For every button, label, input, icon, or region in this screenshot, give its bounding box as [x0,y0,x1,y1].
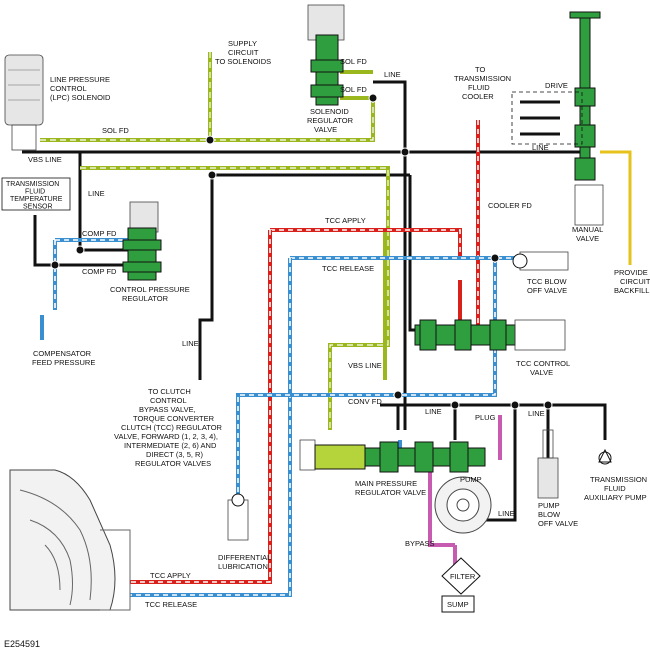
label-cooler-fd: COOLER FD [488,201,532,210]
label-tcc-apply-bottom: TCC APPLY [150,571,191,580]
label-bypass: BYPASS [405,539,434,548]
label-line-left: LINE [88,189,105,198]
tcc-blow-off-valve-icon [512,251,569,271]
label-comp-fd-1: COMP FD [82,229,117,238]
lpc-solenoid-icon [4,54,44,151]
drive-selector-box [511,91,583,145]
solenoid-regulator-valve-icon [307,4,345,106]
label-tcc-release-bottom: TCC RELEASE [145,600,197,609]
label-pump: PUMP [460,475,482,484]
label-comp-fd-2: COMP FD [82,267,117,276]
line-pressure-circuits [22,80,607,522]
label-sol-fd-top: SOL FD [340,57,367,66]
sump-box [441,595,475,613]
control-pressure-regulator-icon [122,201,162,281]
label-tcc-release-top: TCC RELEASE [322,264,374,273]
label-vbs-line-top: VBS LINE [28,155,62,164]
tft-sensor-box [1,177,71,211]
figure-id: E254591 [4,639,40,649]
filter-icon [441,557,481,595]
torque-converter-icon [9,469,131,611]
label-drive: DRIVE [545,81,568,90]
label-vbs-line-mid: VBS LINE [348,361,382,370]
label-sump: SUMP [447,600,469,609]
label-plug: PLUG [475,413,496,422]
label-line-mid: LINE [182,339,199,348]
label-line-pump1: LINE [425,407,442,416]
label-filter: FILTER [450,572,476,581]
label-line-pump2: LINE [528,409,545,418]
manual-valve-icon [569,11,604,226]
sol-fd-circuits [40,52,390,430]
pump-icon [434,476,492,534]
label-conv-fd: CONV FD [348,397,382,406]
differential-lubrication-icon [227,493,249,541]
label-line-pump3: LINE [498,509,515,518]
junction-nodes [50,93,553,410]
pump-blow-off-valve-icon [537,429,559,499]
label-line-manual: LINE [532,143,549,152]
label-sol-fd-mid: SOL FD [340,85,367,94]
tcc-apply-circuits [130,120,480,584]
backfill-circuit [600,150,632,265]
main-pressure-regulator-valve-icon [299,439,486,473]
label-sol-fd-left: SOL FD [102,126,129,135]
label-line-top: LINE [384,70,401,79]
aux-pump-icon [598,448,612,463]
tcc-control-valve-icon [414,319,566,351]
label-tcc-apply-top: TCC APPLY [325,216,366,225]
